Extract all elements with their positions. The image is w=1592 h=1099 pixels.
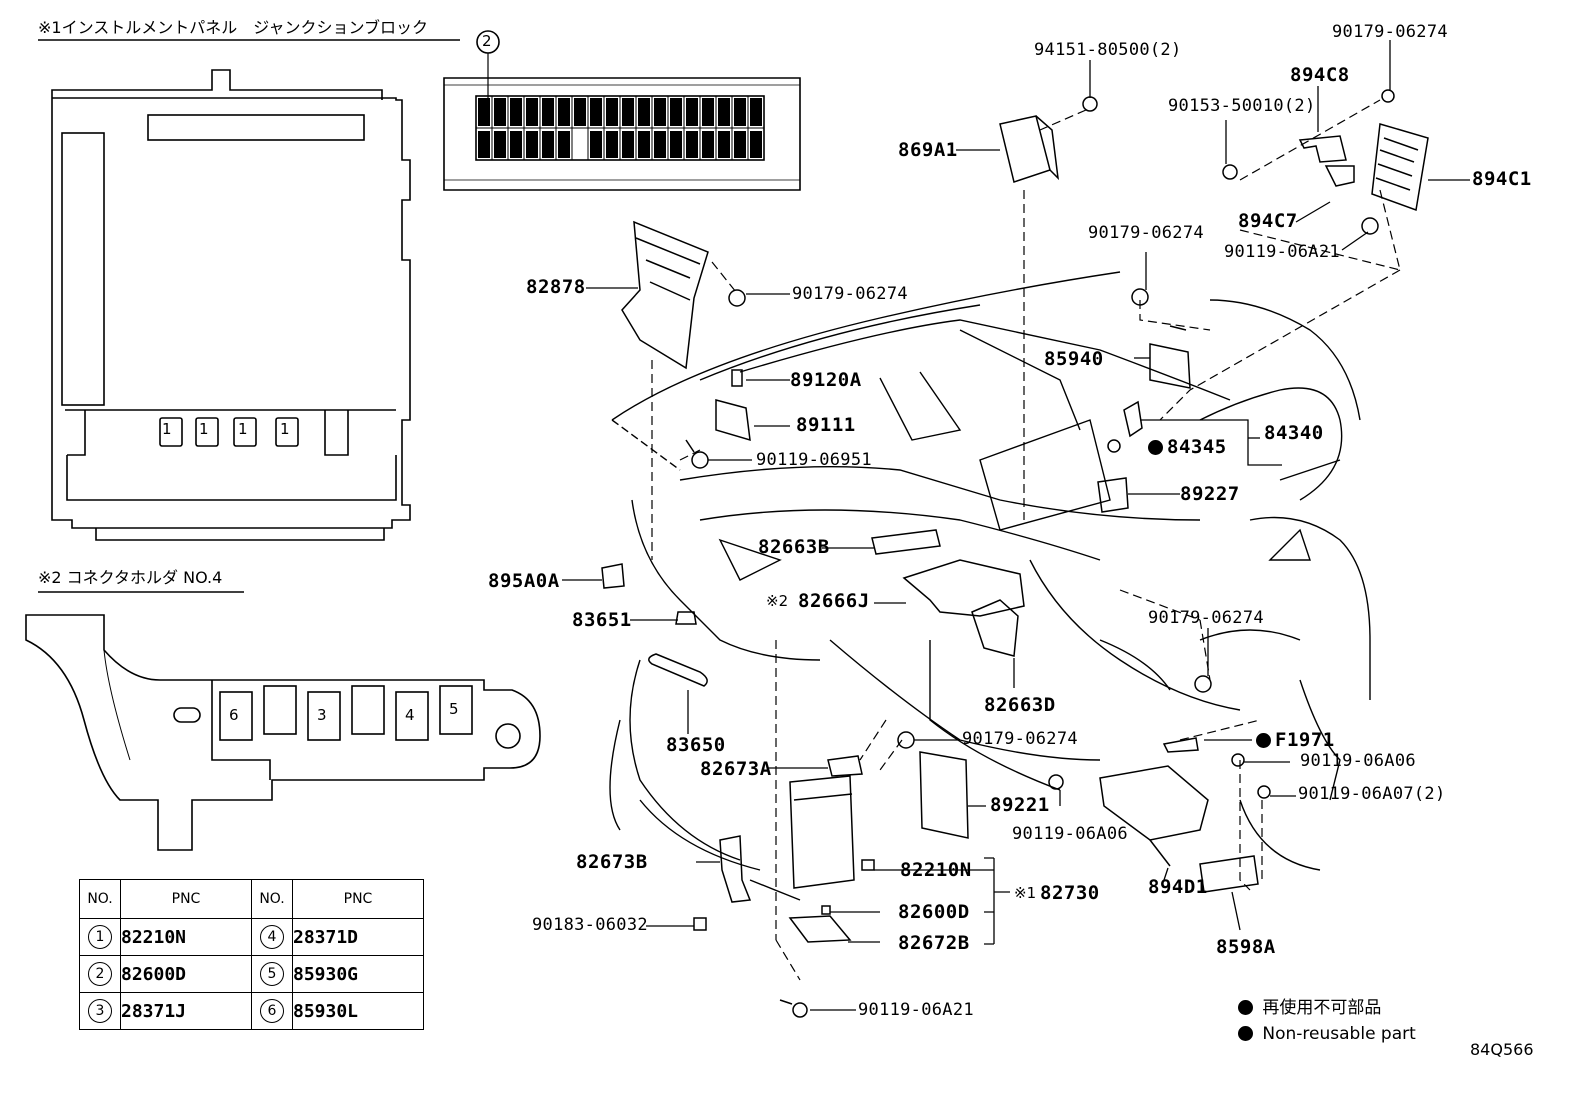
- part-label-89221[interactable]: 89221: [990, 794, 1050, 816]
- pnc-header-no-2: NO.: [251, 879, 293, 919]
- pnc-no-circle: 6: [260, 999, 284, 1023]
- pnc-no-circle: 5: [260, 962, 284, 986]
- legend-jp-text: 再使用不可部品: [1262, 998, 1382, 1018]
- part-label-82730-mark: ※1: [1014, 884, 1037, 902]
- part-label-F1971[interactable]: F1971: [1256, 731, 1335, 750]
- holder-marker-5: 5: [449, 700, 459, 718]
- part-label-F1971-text: F1971: [1275, 729, 1335, 751]
- pnc-no-cell: 5: [251, 955, 293, 993]
- part-label-90179-06274-mid[interactable]: 90179-06274: [1088, 223, 1204, 243]
- non-reusable-dot-icon: [1256, 733, 1271, 748]
- pnc-value-cell[interactable]: 82210N: [120, 918, 252, 956]
- junction-marker-2: 1: [199, 420, 209, 438]
- part-label-90119-06A06-right[interactable]: 90119-06A06: [1300, 751, 1416, 771]
- instrument-panel-drawing: [609, 271, 1371, 901]
- pnc-no-circle: 3: [88, 999, 112, 1023]
- pnc-header-no-1: NO.: [79, 879, 121, 919]
- part-label-894C8[interactable]: 894C8: [1290, 64, 1350, 86]
- pnc-no-cell: 4: [251, 918, 293, 956]
- part-label-895A0A[interactable]: 895A0A: [488, 570, 560, 592]
- part-label-82673A[interactable]: 82673A: [700, 758, 772, 780]
- part-label-90179-06274-right[interactable]: 90179-06274: [1148, 608, 1264, 628]
- part-label-89111[interactable]: 89111: [796, 414, 856, 436]
- part-label-82663B[interactable]: 82663B: [758, 536, 830, 558]
- junction-marker-4: 1: [280, 420, 290, 438]
- pnc-table-header-row: NO. PNC NO. PNC: [79, 879, 424, 919]
- junction-marker-3: 1: [238, 420, 248, 438]
- part-label-82730[interactable]: 82730: [1040, 882, 1100, 904]
- part-label-83650[interactable]: 83650: [666, 734, 726, 756]
- pnc-no-cell: 1: [79, 918, 121, 956]
- pnc-no-circle: 2: [88, 962, 112, 986]
- pnc-value-cell[interactable]: 28371D: [292, 918, 424, 956]
- diagram-id: 84Q566: [1470, 1040, 1534, 1059]
- pnc-no-circle: 4: [260, 925, 284, 949]
- legend-en: Non-reusable part: [1238, 1026, 1416, 1043]
- part-label-82666J[interactable]: 82666J: [798, 590, 870, 612]
- part-label-85940[interactable]: 85940: [1044, 348, 1104, 370]
- part-label-90183-06032[interactable]: 90183-06032: [532, 915, 648, 935]
- pnc-no-cell: 6: [251, 992, 293, 1030]
- pnc-no-cell: 2: [79, 955, 121, 993]
- part-label-894C7[interactable]: 894C7: [1238, 210, 1298, 232]
- connector-holder-drawing: [25, 591, 541, 851]
- non-reusable-dot-icon: [1148, 440, 1163, 455]
- table-row: 1 82210N 4 28371D: [79, 918, 424, 956]
- pnc-table: NO. PNC NO. PNC 1 82210N 4 28371D 2 8260…: [79, 879, 424, 1030]
- part-label-894D1[interactable]: 894D1: [1148, 876, 1208, 898]
- part-label-89227[interactable]: 89227: [1180, 483, 1240, 505]
- part-label-90179-06274-left[interactable]: 90179-06274: [792, 284, 908, 304]
- holder-marker-4: 4: [405, 706, 415, 724]
- fuse-panel-drawing: [443, 30, 801, 191]
- part-label-90153-50010[interactable]: 90153-50010(2): [1168, 96, 1316, 116]
- part-sketches: [601, 89, 1429, 1018]
- junction-block-header: ※1インストルメントパネル ジャンクションブロック: [38, 18, 428, 37]
- part-label-84345-text: 84345: [1167, 436, 1227, 458]
- legend-jp: 再使用不可部品: [1238, 1000, 1381, 1017]
- part-label-82600D[interactable]: 82600D: [898, 901, 970, 923]
- pnc-value-cell[interactable]: 85930L: [292, 992, 424, 1030]
- part-label-84345[interactable]: 84345: [1148, 438, 1227, 457]
- pnc-header-pnc-1: PNC: [120, 879, 252, 919]
- part-label-90119-06A21-bottom[interactable]: 90119-06A21: [858, 1000, 974, 1020]
- part-label-90119-06951[interactable]: 90119-06951: [756, 450, 872, 470]
- junction-marker-1: 1: [162, 420, 172, 438]
- table-row: 2 82600D 5 85930G: [79, 955, 424, 993]
- pnc-no-cell: 3: [79, 992, 121, 1030]
- holder-marker-3: 3: [317, 706, 327, 724]
- part-label-83651[interactable]: 83651: [572, 609, 632, 631]
- part-label-8598A[interactable]: 8598A: [1216, 936, 1276, 958]
- pnc-value-cell[interactable]: 28371J: [120, 992, 252, 1030]
- part-label-82210N[interactable]: 82210N: [900, 859, 972, 881]
- table-row: 3 28371J 6 85930L: [79, 992, 424, 1030]
- connector-holder-header: ※2 コネクタホルダ NO.4: [38, 568, 223, 587]
- part-label-82878[interactable]: 82878: [526, 276, 586, 298]
- part-label-82663D[interactable]: 82663D: [984, 694, 1056, 716]
- part-label-84340[interactable]: 84340: [1264, 422, 1324, 444]
- part-label-89120A[interactable]: 89120A: [790, 369, 862, 391]
- part-label-82673B[interactable]: 82673B: [576, 851, 648, 873]
- part-label-82672B[interactable]: 82672B: [898, 932, 970, 954]
- pnc-value-cell[interactable]: 85930G: [292, 955, 424, 993]
- pnc-header-pnc-2: PNC: [292, 879, 424, 919]
- part-label-94151-80500[interactable]: 94151-80500(2): [1034, 40, 1182, 60]
- part-label-90119-06A06-mid[interactable]: 90119-06A06: [1012, 824, 1128, 844]
- part-label-894C1[interactable]: 894C1: [1472, 168, 1532, 190]
- part-label-90179-06274-low[interactable]: 90179-06274: [962, 729, 1078, 749]
- holder-marker-6: 6: [229, 706, 239, 724]
- non-reusable-dot-icon: [1238, 1000, 1253, 1015]
- pnc-value-cell[interactable]: 82600D: [120, 955, 252, 993]
- part-label-90119-06A07[interactable]: 90119-06A07(2): [1298, 784, 1446, 804]
- non-reusable-dot-icon: [1238, 1026, 1253, 1041]
- leader-lines: [562, 40, 1470, 1011]
- part-label-90119-06A21-top[interactable]: 90119-06A21: [1224, 242, 1340, 262]
- junction-block-drawing: [38, 39, 460, 541]
- part-label-82666J-mark: ※2: [766, 592, 789, 610]
- part-label-90179-06274-top[interactable]: 90179-06274: [1332, 22, 1448, 42]
- legend-en-text: Non-reusable part: [1262, 1024, 1416, 1044]
- part-label-869A1[interactable]: 869A1: [898, 139, 958, 161]
- pnc-no-circle: 1: [88, 925, 112, 949]
- fuse-marker: 2: [482, 32, 492, 50]
